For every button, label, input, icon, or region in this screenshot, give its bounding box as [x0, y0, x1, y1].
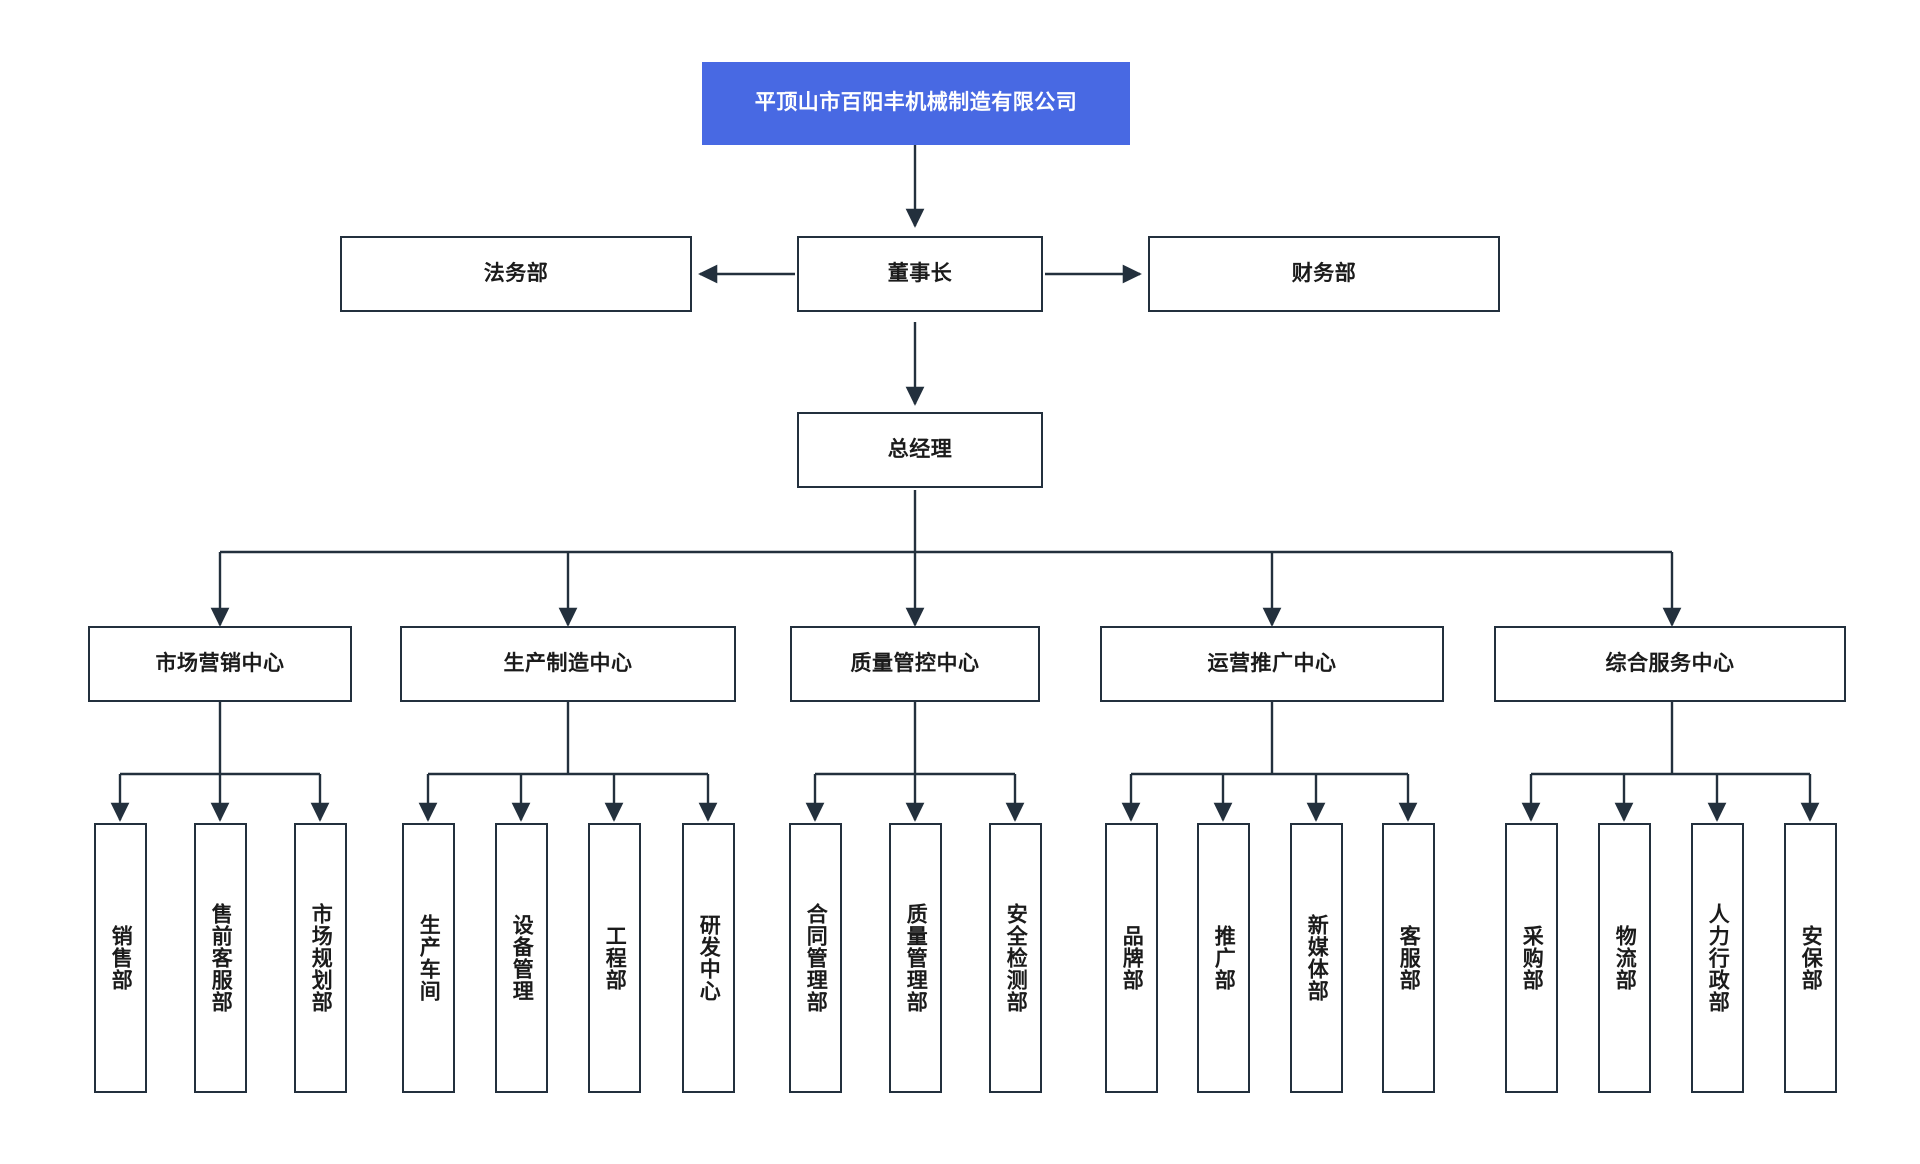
node-dept-safety-inspection-label: 安全检测部 [1004, 903, 1028, 1013]
node-dept-quality-management-label: 质量管理部 [904, 903, 928, 1013]
node-dept-logistics-label: 物流部 [1613, 925, 1637, 991]
node-company-root[interactable]: 平顶山市百阳丰机械制造有限公司 [702, 62, 1130, 145]
node-dept-security[interactable]: 安保部 [1784, 823, 1837, 1093]
node-dept-promotion-label: 推广部 [1212, 925, 1236, 991]
node-dept-hr-administration-label: 人力行政部 [1706, 903, 1730, 1013]
node-legal-department[interactable]: 法务部 [340, 236, 692, 312]
node-general-manager[interactable]: 总经理 [797, 412, 1043, 488]
node-dept-security-label: 安保部 [1799, 925, 1823, 991]
node-center-general-services-label: 综合服务中心 [1605, 651, 1735, 675]
node-dept-contract-management[interactable]: 合同管理部 [789, 823, 842, 1093]
node-finance-department-label: 财务部 [1291, 261, 1357, 285]
node-dept-production-workshop-label: 生产车间 [417, 914, 441, 1002]
node-dept-logistics[interactable]: 物流部 [1598, 823, 1651, 1093]
node-center-quality-label: 质量管控中心 [850, 651, 980, 675]
node-dept-contract-management-label: 合同管理部 [804, 903, 828, 1013]
node-dept-rnd-center-label: 研发中心 [697, 914, 721, 1002]
node-dept-hr-administration[interactable]: 人力行政部 [1691, 823, 1744, 1093]
node-dept-brand-label: 品牌部 [1120, 925, 1144, 991]
node-center-operations-label: 运营推广中心 [1207, 651, 1337, 675]
node-dept-engineering[interactable]: 工程部 [588, 823, 641, 1093]
node-chairman-label: 董事长 [887, 261, 953, 285]
node-dept-rnd-center[interactable]: 研发中心 [682, 823, 735, 1093]
node-dept-quality-management[interactable]: 质量管理部 [889, 823, 942, 1093]
node-dept-equipment-management[interactable]: 设备管理 [495, 823, 548, 1093]
node-dept-procurement[interactable]: 采购部 [1505, 823, 1558, 1093]
node-dept-new-media[interactable]: 新媒体部 [1290, 823, 1343, 1093]
node-finance-department[interactable]: 财务部 [1148, 236, 1500, 312]
node-dept-production-workshop[interactable]: 生产车间 [402, 823, 455, 1093]
node-center-marketing-label: 市场营销中心 [155, 651, 285, 675]
node-center-quality[interactable]: 质量管控中心 [790, 626, 1040, 702]
node-center-general-services[interactable]: 综合服务中心 [1494, 626, 1846, 702]
node-dept-market-planning[interactable]: 市场规划部 [294, 823, 347, 1093]
node-dept-presales-service[interactable]: 售前客服部 [194, 823, 247, 1093]
node-dept-engineering-label: 工程部 [603, 925, 627, 991]
node-dept-customer-service-label: 客服部 [1397, 925, 1421, 991]
node-legal-department-label: 法务部 [483, 261, 549, 285]
node-center-operations[interactable]: 运营推广中心 [1100, 626, 1444, 702]
node-company-root-label: 平顶山市百阳丰机械制造有限公司 [754, 91, 1078, 115]
node-center-manufacturing[interactable]: 生产制造中心 [400, 626, 736, 702]
node-dept-customer-service[interactable]: 客服部 [1382, 823, 1435, 1093]
node-dept-market-planning-label: 市场规划部 [309, 903, 333, 1013]
node-chairman[interactable]: 董事长 [797, 236, 1043, 312]
node-center-marketing[interactable]: 市场营销中心 [88, 626, 352, 702]
node-dept-sales-label: 销售部 [109, 925, 133, 991]
node-dept-safety-inspection[interactable]: 安全检测部 [989, 823, 1042, 1093]
node-dept-promotion[interactable]: 推广部 [1197, 823, 1250, 1093]
node-dept-presales-service-label: 售前客服部 [209, 903, 233, 1013]
node-center-manufacturing-label: 生产制造中心 [503, 651, 633, 675]
node-dept-sales[interactable]: 销售部 [94, 823, 147, 1093]
node-dept-brand[interactable]: 品牌部 [1105, 823, 1158, 1093]
node-general-manager-label: 总经理 [887, 437, 953, 461]
node-dept-procurement-label: 采购部 [1520, 925, 1544, 991]
node-dept-equipment-management-label: 设备管理 [510, 914, 534, 1002]
node-dept-new-media-label: 新媒体部 [1305, 914, 1329, 1002]
